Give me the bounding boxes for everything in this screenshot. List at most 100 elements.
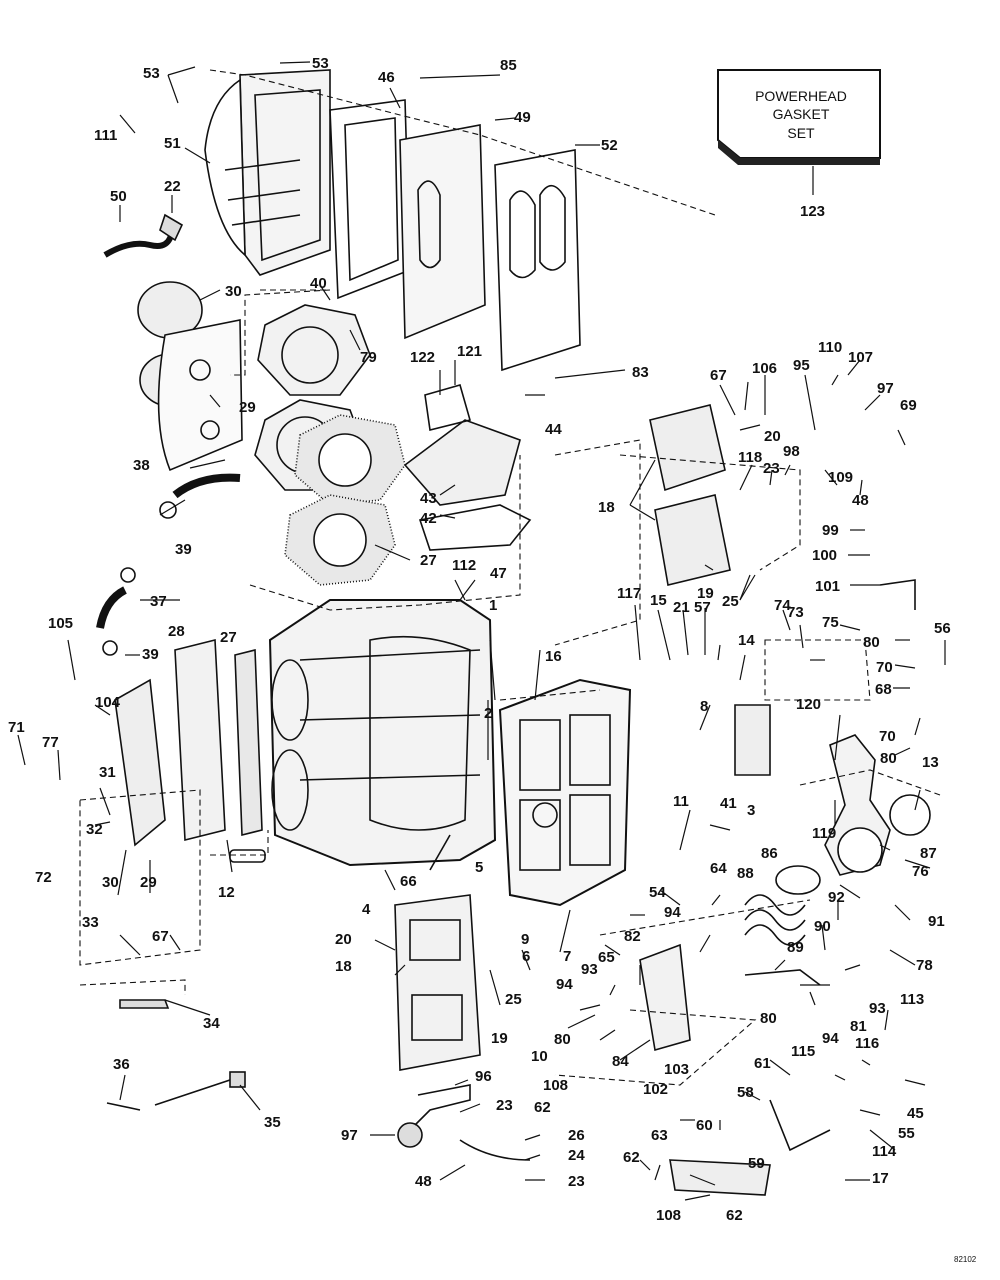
callout-42: 42 [420, 510, 437, 527]
callout-103: 103 [664, 1061, 689, 1078]
connecting-rod [824, 734, 931, 876]
crankcase-half [498, 678, 632, 907]
callout-34: 34 [203, 1015, 220, 1032]
callout-90: 90 [814, 918, 831, 935]
callout-30: 30 [225, 283, 242, 300]
callout-45: 45 [907, 1105, 924, 1122]
callout-79: 79 [360, 349, 377, 366]
callout-110: 110 [818, 339, 842, 356]
callout-52: 52 [601, 137, 618, 154]
hose [103, 229, 175, 258]
callout-95: 95 [793, 357, 810, 374]
callout-1: 1 [489, 597, 497, 614]
callout-2: 2 [484, 705, 492, 722]
callout-89: 89 [787, 939, 804, 956]
callout-114: 114 [872, 1143, 897, 1160]
callout-6: 6 [522, 948, 530, 965]
callout-18: 18 [598, 499, 615, 516]
callout-120: 120 [796, 696, 821, 713]
callout-58: 58 [737, 1084, 754, 1101]
callout-111: 111 [94, 127, 117, 144]
callout-32: 32 [86, 821, 103, 838]
callout-80: 80 [554, 1031, 571, 1048]
part-drawings [96, 69, 931, 1196]
callout-97: 97 [341, 1127, 358, 1144]
callout-59: 59 [748, 1155, 765, 1172]
callout-72: 72 [35, 869, 52, 886]
callout-109: 109 [828, 469, 853, 486]
callout-62: 62 [623, 1149, 640, 1166]
callout-48: 48 [415, 1173, 432, 1190]
callout-87: 87 [920, 845, 937, 862]
callout-29: 29 [239, 399, 256, 416]
callout-11: 11 [673, 793, 689, 810]
transfer-gasket [234, 648, 263, 837]
callout-94: 94 [822, 1030, 839, 1047]
clip [106, 1102, 141, 1111]
callout-117: 117 [617, 585, 641, 602]
spark-plug [119, 999, 170, 1009]
callout-37: 37 [150, 593, 167, 610]
callout-10: 10 [531, 1048, 548, 1065]
callout-25: 25 [505, 991, 522, 1008]
knob [397, 1122, 423, 1148]
link-rod [744, 969, 821, 986]
callout-22: 22 [164, 178, 181, 195]
callout-29: 29 [140, 874, 157, 891]
leader-lines [17, 61, 946, 1201]
callout-104: 104 [95, 694, 121, 711]
callout-73: 73 [787, 604, 804, 621]
callout-27: 27 [220, 629, 237, 646]
callout-25: 25 [722, 593, 739, 610]
link-rod-101 [879, 579, 916, 610]
callout-83: 83 [632, 364, 649, 381]
callout-39: 39 [175, 541, 192, 558]
exhaust-cover [204, 69, 331, 276]
gasket-set-box: POWERHEAD GASKET SET [717, 69, 881, 195]
crankcase-block [268, 599, 497, 867]
callout-3: 3 [747, 802, 755, 819]
throttle-spring [744, 894, 806, 946]
bracket [669, 1159, 771, 1196]
callout-51: 51 [164, 135, 181, 152]
callout-27: 27 [420, 552, 437, 569]
callout-84: 84 [612, 1053, 629, 1070]
manifold-gasket [418, 504, 532, 551]
fitting [159, 213, 184, 242]
callout-7: 7 [563, 948, 571, 965]
reed-valve [654, 494, 731, 586]
callout-16: 16 [545, 648, 562, 665]
callout-77: 77 [42, 734, 59, 751]
callout-123: 123 [800, 203, 825, 220]
cam-follower [775, 865, 821, 895]
callout-19: 19 [491, 1030, 508, 1047]
callout-12: 12 [218, 884, 235, 901]
callout-38: 38 [133, 457, 150, 474]
callout-28: 28 [168, 623, 185, 640]
callout-60: 60 [696, 1117, 713, 1134]
callout-47: 47 [490, 565, 507, 582]
callout-43: 43 [420, 490, 437, 507]
callout-18: 18 [335, 958, 352, 975]
callout-122: 122 [410, 349, 435, 366]
transfer-cover [174, 638, 226, 842]
callout-91: 91 [928, 913, 945, 930]
bypass-hose [172, 473, 241, 499]
callout-46: 46 [378, 69, 395, 86]
callout-23: 23 [568, 1173, 585, 1190]
callout-65: 65 [598, 949, 615, 966]
callout-116: 116 [855, 1035, 879, 1052]
callout-24: 24 [568, 1147, 585, 1164]
callout-81: 81 [850, 1018, 867, 1035]
callout-106: 106 [752, 360, 777, 377]
callout-98: 98 [783, 443, 800, 460]
callout-53: 53 [312, 55, 329, 72]
callout-74: 74 [774, 597, 791, 614]
callout-14: 14 [738, 632, 755, 649]
callout-76: 76 [912, 863, 929, 880]
callout-56: 56 [934, 620, 951, 637]
head-gasket [284, 414, 406, 586]
callout-102: 102 [643, 1081, 668, 1098]
callout-70: 70 [876, 659, 893, 676]
callout-15: 15 [650, 592, 667, 609]
